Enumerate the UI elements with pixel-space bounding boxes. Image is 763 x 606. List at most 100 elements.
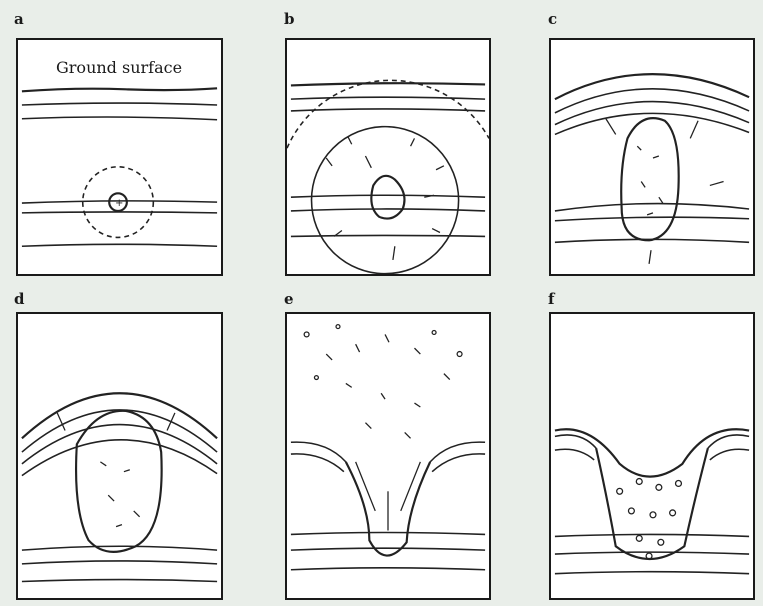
stratum-line — [555, 204, 749, 211]
ejecta-fragment — [346, 383, 352, 387]
stratum-line — [291, 97, 485, 99]
fracture — [167, 413, 175, 431]
ejecta-fragment — [385, 334, 389, 342]
panel-label-f: f — [548, 290, 554, 308]
uplifted-surface — [555, 74, 749, 99]
breccia-fragment — [617, 488, 623, 494]
ejecta-fragment — [356, 344, 360, 352]
ground-surface-line — [22, 88, 217, 91]
stratum-line — [555, 435, 596, 448]
ejecta-fragment — [444, 374, 450, 380]
panel-label-d: d — [14, 290, 25, 308]
fracture — [348, 136, 352, 144]
fracture — [326, 158, 332, 166]
fragment — [637, 146, 641, 150]
panel-e — [285, 312, 491, 600]
panel-label-a: a — [14, 10, 24, 28]
fragment — [641, 182, 645, 188]
stratum-line — [291, 209, 485, 211]
cavity-center-mark: + — [115, 198, 123, 209]
panel-label-b: b — [284, 10, 295, 28]
stratum-line — [22, 212, 217, 213]
rubble-chimney — [76, 411, 162, 552]
ejecta-fragment — [414, 348, 420, 354]
stratum-line — [555, 534, 749, 536]
fracture — [393, 246, 395, 260]
ground-surface-line — [291, 83, 485, 85]
breccia-fragment — [670, 510, 676, 516]
fracture — [432, 229, 440, 233]
panel-c — [549, 38, 755, 276]
stratum-line — [22, 546, 217, 550]
ejecta-fragment — [414, 403, 420, 407]
stratum-line — [430, 442, 485, 462]
breccia-fragment — [650, 512, 656, 518]
stratum-line — [710, 449, 749, 460]
stratum-line — [291, 109, 485, 111]
stratum-line — [22, 117, 217, 120]
breccia-fragment — [658, 539, 664, 545]
stratum-line — [555, 113, 749, 134]
fracture-zone — [312, 127, 459, 274]
fracture — [365, 156, 371, 168]
panel-a: Ground surface + — [16, 38, 223, 276]
ejecta-fragment — [432, 330, 436, 334]
ejecta-fragment — [365, 423, 371, 429]
stratum-line — [291, 442, 346, 462]
explosion-cavity — [371, 176, 404, 219]
fracture — [411, 138, 415, 146]
ejection-arrow — [356, 462, 376, 511]
fragment — [647, 213, 653, 215]
fragment — [659, 197, 663, 203]
panel-f-drawing — [551, 314, 753, 598]
fracture — [57, 413, 65, 431]
fracture — [690, 121, 698, 139]
breccia-fragment — [656, 484, 662, 490]
stratum-line — [555, 217, 749, 221]
panel-d — [16, 312, 223, 600]
stratum-line — [22, 580, 217, 582]
fracture — [606, 119, 616, 135]
fragment — [116, 525, 122, 527]
stratum-line — [22, 561, 217, 564]
fragment — [134, 511, 140, 517]
stratum-line — [291, 454, 344, 472]
breccia-fragment — [676, 481, 682, 487]
panel-label-c: c — [548, 10, 557, 28]
stratum-line — [291, 568, 485, 570]
stratum-line — [708, 435, 749, 448]
fragment — [100, 462, 106, 466]
stratum-line — [555, 449, 594, 460]
shock-front — [287, 80, 489, 148]
ejecta-fragment — [304, 332, 309, 337]
fracture — [710, 182, 724, 186]
panel-a-drawing: + — [18, 40, 221, 274]
stratum-line — [555, 572, 749, 574]
stratum-line — [22, 244, 217, 246]
breccia-fragment — [628, 508, 634, 514]
ejecta-fragment — [405, 432, 411, 438]
stratum-line — [555, 552, 749, 554]
panel-d-drawing — [18, 314, 221, 598]
stratum-line — [432, 454, 485, 472]
ejection-arrow — [401, 462, 421, 511]
stratum-line — [291, 548, 485, 550]
fragment — [108, 495, 114, 501]
rubble-chimney — [621, 118, 678, 240]
fragment — [124, 470, 130, 472]
stratum-line — [22, 440, 217, 476]
panel-c-drawing — [551, 40, 753, 274]
ejecta-fragment — [336, 325, 340, 329]
panel-e-drawing — [287, 314, 489, 598]
breccia-fragment — [636, 479, 642, 485]
panel-b — [285, 38, 491, 276]
stratum-line — [22, 103, 217, 105]
ejecta-fragment — [381, 393, 385, 399]
panel-label-e: e — [284, 290, 294, 308]
fracture — [649, 250, 651, 264]
stratum-line — [291, 195, 485, 197]
ejecta-fragment — [457, 352, 462, 357]
panel-b-drawing — [287, 40, 489, 274]
breccia-fragment — [636, 535, 642, 541]
fragment — [653, 156, 659, 158]
